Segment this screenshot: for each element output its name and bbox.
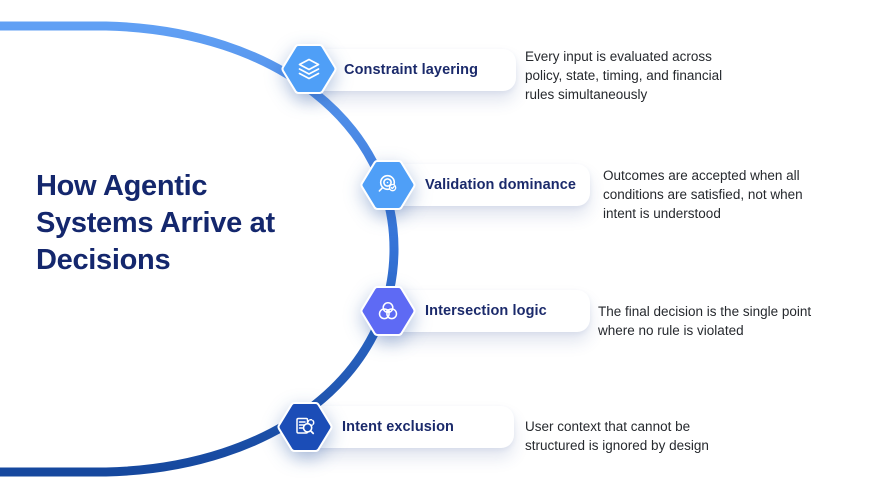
step-description: Every input is evaluated across policy, … <box>525 49 723 102</box>
layers-icon <box>281 44 337 94</box>
step-card-intersection-logic: Intersection logic <box>379 290 590 332</box>
step-label: Constraint layering <box>344 62 479 78</box>
venn-diagram-icon <box>360 286 416 336</box>
step-label: Validation dominance <box>425 177 577 193</box>
magnifier-check-icon <box>360 160 416 210</box>
curve-path <box>0 21 399 477</box>
step-description: User context that cannot be structured i… <box>525 419 709 453</box>
step-description: Outcomes are accepted when all condition… <box>603 168 803 221</box>
step-label: Intent exclusion <box>342 419 454 435</box>
step-description: The final decision is the single point w… <box>598 304 812 338</box>
step-label: Intersection logic <box>425 303 547 319</box>
document-search-icon <box>277 402 333 452</box>
step-card-constraint-layering: Constraint layering <box>298 49 516 91</box>
page-title: How Agentic Systems Arrive at Decisions <box>36 170 275 276</box>
